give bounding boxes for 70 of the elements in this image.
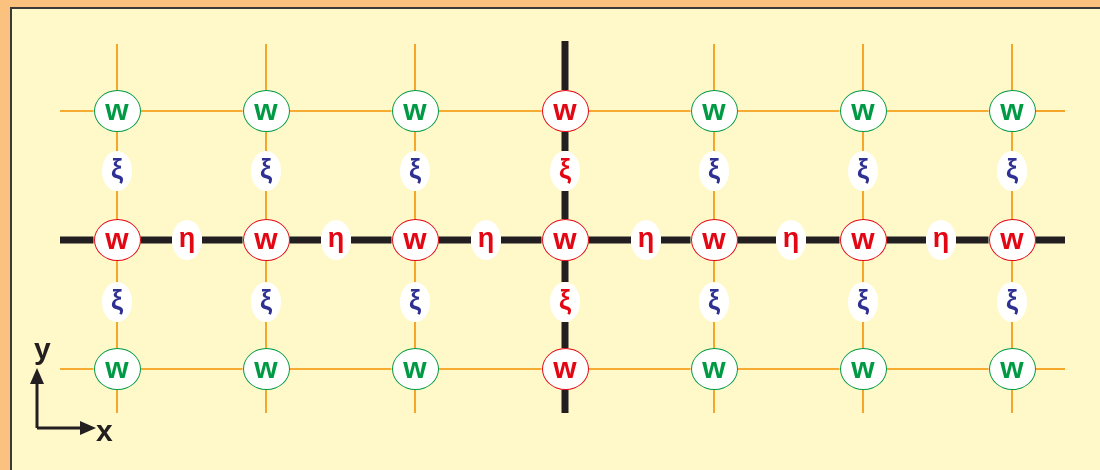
lattice-line [885, 110, 990, 112]
lattice-line [116, 389, 118, 414]
lattice-line [414, 260, 416, 283]
lattice-line [265, 131, 267, 152]
lattice-line [587, 368, 692, 370]
thick-lattice-line [438, 236, 471, 244]
lattice-line [116, 43, 118, 91]
thick-lattice-line [202, 236, 243, 244]
lattice-line [116, 321, 118, 349]
lattice-line [116, 190, 118, 220]
lattice-line [862, 260, 864, 283]
thick-lattice-line [351, 236, 392, 244]
lattice-line [116, 260, 118, 283]
lattice-line [713, 43, 715, 91]
lattice-line [437, 368, 543, 370]
thick-lattice-line [501, 236, 542, 244]
lattice-line [414, 190, 416, 220]
lattice-line [288, 110, 393, 112]
thick-lattice-line [661, 236, 691, 244]
axis-label: y [34, 334, 51, 364]
lattice-line [414, 43, 416, 91]
lattice-line [1034, 368, 1066, 370]
lattice-line [139, 110, 244, 112]
lattice-line [288, 368, 393, 370]
lattice-line [265, 190, 267, 220]
lattice-line [713, 260, 715, 283]
lattice-line [587, 110, 692, 112]
thick-lattice-line [588, 236, 631, 244]
thick-lattice-line [140, 236, 172, 244]
thick-lattice-line [561, 261, 569, 282]
lattice-line [736, 110, 841, 112]
lattice-line [862, 190, 864, 220]
thick-lattice-line [289, 236, 321, 244]
lattice-line [713, 321, 715, 349]
lattice-line [713, 131, 715, 152]
lattice-line [713, 190, 715, 220]
thick-lattice-line [561, 132, 569, 151]
lattice-line [885, 368, 990, 370]
lattice-line [1011, 43, 1013, 91]
lattice-line [414, 321, 416, 349]
lattice-line [1011, 260, 1013, 283]
lattice-line [713, 389, 715, 414]
lattice-line [1011, 389, 1013, 414]
thick-lattice-line [561, 191, 569, 219]
lattice-line [862, 321, 864, 349]
thick-lattice-line [886, 236, 926, 244]
thick-lattice-line [737, 236, 776, 244]
lattice-line [265, 321, 267, 349]
thick-lattice-line [561, 322, 569, 348]
lattice-line [1011, 131, 1013, 152]
lattice-line [265, 389, 267, 414]
thick-lattice-line [806, 236, 840, 244]
lattice-line [862, 389, 864, 414]
thick-lattice-line [956, 236, 989, 244]
lattice-line [862, 131, 864, 152]
lattice-line [1011, 190, 1013, 220]
axis-label: x [96, 416, 113, 446]
lattice-line [1034, 110, 1066, 112]
lattice-line [139, 368, 244, 370]
lattice-line [414, 131, 416, 152]
lattice-line [1011, 321, 1013, 349]
lattice-line [116, 131, 118, 152]
lattice-line [265, 43, 267, 91]
lattice-line [59, 110, 95, 112]
lattice-line [437, 110, 543, 112]
lattice-line [59, 368, 95, 370]
lattice-line [414, 389, 416, 414]
lattice-line [265, 260, 267, 283]
lattice-line [862, 43, 864, 91]
lattice-line [736, 368, 841, 370]
